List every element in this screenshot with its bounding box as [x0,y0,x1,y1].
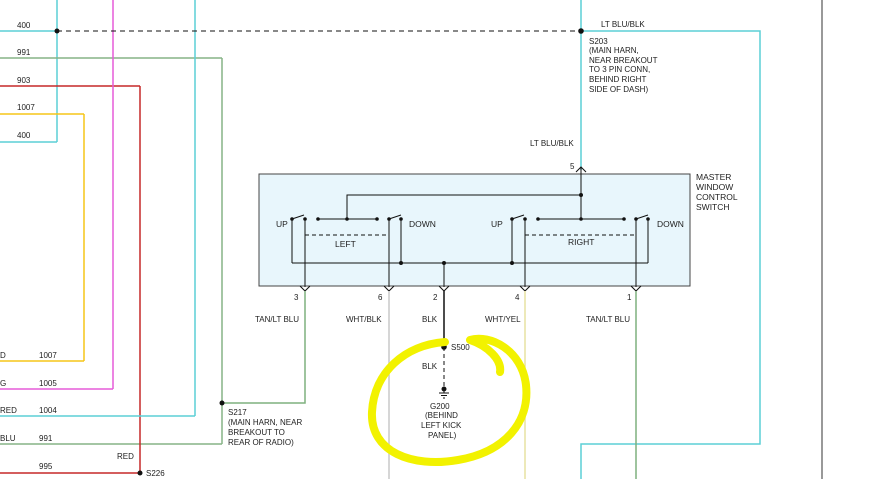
left-down-label: DOWN [409,219,436,229]
top-bus: LT BLU/BLK S203 (MAIN HARN, NEAR BREAKOU… [54,0,761,479]
splice-s217-id: S217 [228,408,247,417]
right-contact-2 [523,217,527,221]
left-wire-labels: 400 991 903 1007 400 D 1007 G 1005 RED 1… [0,21,165,478]
right-down-label: DOWN [657,219,684,229]
pin-1-number: 1 [627,293,632,302]
label-red: RED [117,452,134,461]
left-contact-7 [399,217,403,221]
left-wire-bundle [0,0,223,474]
bus-junction-1 [399,261,403,265]
left-contact-1 [290,217,294,221]
splice-s217-dot [219,400,225,406]
label-991-top: 991 [17,48,31,57]
splice-s203-desc-1: (MAIN HARN, [589,46,639,55]
wire-pin3-tan-lt-blu [222,291,306,404]
pin-2-number: 2 [433,293,438,302]
bus-junction-2 [442,261,446,265]
splice-s203-desc-5: SIDE OF DASH) [589,85,648,94]
master-window-switch: MASTER WINDOW CONTROL SWITCH 5 UP DOWN L… [258,162,738,287]
right-switch-name: RIGHT [568,237,594,247]
left-contact-6 [387,217,391,221]
ground-g200-desc-3: PANEL) [428,431,457,440]
switch-title-1: MASTER [696,172,731,182]
splice-s203-desc-4: BEHIND RIGHT [589,75,646,84]
left-up-blade [291,214,305,220]
label-top-wire-color: LT BLU/BLK [601,20,645,29]
left-up-label: UP [276,219,288,229]
label-1007-bottom: 1007 [39,351,57,360]
right-contact-4 [579,217,583,221]
output-wires: TAN/LT BLU WHT/BLK BLK WHT/YEL TAN/LT BL… [219,291,637,479]
switch-title-4: SWITCH [696,202,730,212]
switch-internal-bus-top [346,194,581,219]
label-1004-color: RED [0,406,17,415]
pin-5-number: 5 [570,162,575,171]
splice-s203-id: S203 [589,37,608,46]
left-contact-2 [303,217,307,221]
switch-title-3: CONTROL [696,192,738,202]
right-up-blade [511,214,525,220]
ground-wire-color: BLK [422,362,438,371]
splice-left-dot [54,28,60,34]
pin-6-number: 6 [378,293,383,302]
switch-title-2: WINDOW [696,182,733,192]
pin-4-wire-color: WHT/YEL [485,315,521,324]
label-1005: 1005 [39,379,57,388]
left-contact-5 [375,217,379,221]
label-1005-color: G [0,379,6,388]
pin-1-wire-color: TAN/LT BLU [586,315,630,324]
pin-2-wire-color: BLK [422,315,438,324]
right-contact-5 [622,217,626,221]
right-up-label: UP [491,219,503,229]
left-switch-name: LEFT [335,239,356,249]
pin-3-number: 3 [294,293,299,302]
ground-g200-desc-2: LEFT KICK [421,421,462,430]
switch-pin-connectors: 3 6 2 4 1 [294,285,642,302]
right-contact-7 [646,217,650,221]
switch-body [258,173,691,287]
splice-s217-desc-2: BREAKOUT TO [228,428,285,437]
ground-g200-id: G200 [430,402,450,411]
pin-4-number: 4 [515,293,520,302]
wire-teal-right-loop [580,30,761,479]
label-995: 995 [39,462,53,471]
label-pin5-color: LT BLU/BLK [530,139,574,148]
label-1004: 1004 [39,406,57,415]
label-400-mid: 400 [17,131,31,140]
splice-s226-dot [137,470,143,476]
label-991-bottom: 991 [39,434,53,443]
pin-3-wire-color: TAN/LT BLU [255,315,299,324]
splice-s203-desc-3: TO 3 PIN CONN, [589,65,650,74]
left-contact-4 [345,217,349,221]
label-400-top: 400 [17,21,31,30]
ground-g200-desc-1: (BEHIND [425,411,458,420]
pin-6-wire-color: WHT/BLK [346,315,382,324]
splice-s217-desc-3: REAR OF RADIO) [228,438,294,447]
left-contact-3 [316,217,320,221]
label-s226: S226 [146,469,165,478]
highlight-circle [367,334,531,466]
right-contact-6 [634,217,638,221]
right-contact-3 [536,217,540,221]
ground-icon [439,389,449,399]
splice-s500-id: S500 [451,343,470,352]
highlight-annotation [367,334,531,466]
splice-s203-desc-2: NEAR BREAKOUT [589,56,658,65]
label-903: 903 [17,76,31,85]
right-down-blade [635,214,649,220]
splice-s217-desc-1: (MAIN HARN, NEAR [228,418,302,427]
splice-s203-dot [578,28,584,34]
left-down-blade [388,214,402,220]
label-1007-bottom-color: D [0,351,6,360]
label-991-bottom-color: BLU [0,434,16,443]
right-contact-1 [510,217,514,221]
label-1007-top: 1007 [17,103,35,112]
bus-junction-3 [510,261,514,265]
